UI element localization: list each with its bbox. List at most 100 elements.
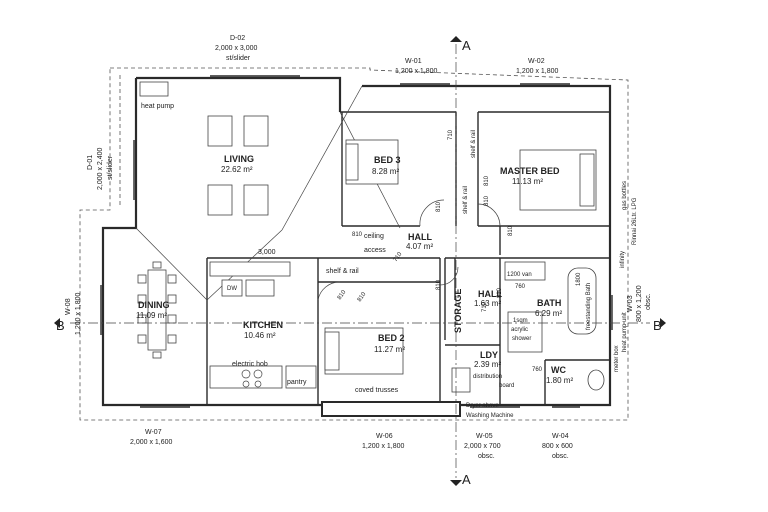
coved-trusses-label: coved trusses — [355, 387, 399, 394]
section-marker-top: A — [462, 38, 471, 53]
door-dim: 810 — [497, 287, 503, 298]
door-dim: 810 — [484, 175, 490, 186]
room-master-area: 11.13 m² — [512, 177, 543, 186]
room-bed3-area: 8.28 m² — [372, 167, 399, 176]
vanity-label: 1200 van — [507, 272, 532, 278]
meter-box-label: meter box — [614, 345, 620, 372]
room-dining-name: DINING — [138, 300, 170, 310]
window-d02-id: D-02 — [230, 35, 245, 42]
vanity-760: 760 — [515, 284, 526, 290]
window-w01-id: W-01 — [405, 58, 422, 65]
room-hall-name: HALL — [408, 232, 432, 242]
room-bed2-name: BED 2 — [378, 333, 405, 343]
window-w03-id: W-03 — [627, 295, 634, 312]
shower-label-3: shower — [512, 336, 531, 342]
gas-bottles-label: gas bottles — [622, 181, 628, 210]
distribution-board-1: distribution — [473, 374, 502, 380]
window-w02-id: W-02 — [528, 58, 545, 65]
distribution-board-2: board — [499, 383, 514, 389]
window-w05-id: W-05 — [476, 433, 493, 440]
kitchen-benches — [209, 261, 317, 389]
dishwasher-label: DW — [227, 286, 237, 292]
ldy-760: 760 — [532, 367, 543, 373]
window-w04-note: obsc. — [552, 453, 569, 460]
room-wc-name: WC — [551, 365, 566, 375]
rinnai-label: Rinnai 26Ltr. LPG — [632, 197, 638, 245]
internal-walls — [206, 111, 610, 405]
door-dim: 810 — [357, 291, 368, 303]
window-w04-id: W-04 — [552, 433, 569, 440]
room-ldy-area: 2.39 m² — [474, 360, 501, 369]
door-dim: 810 — [436, 279, 442, 290]
freestanding-bath-label: freestanding Bath — [586, 283, 592, 330]
dryer-label-1: Dryer above — [466, 403, 499, 409]
heat-pump-unit-label: heat pump unit — [622, 312, 628, 352]
room-storage-name: STORAGE — [453, 289, 463, 333]
window-w03-size: 800 x 1,200 — [636, 285, 643, 322]
room-hall-area: 4.07 m² — [406, 242, 433, 251]
dining-table — [137, 261, 177, 359]
room-master-name: MASTER BED — [500, 166, 560, 176]
ceiling-access-label-1: ceiling — [364, 233, 384, 240]
room-bath-name: BATH — [537, 298, 561, 308]
door-dim: 810 — [508, 225, 514, 236]
eaves-outline — [79, 67, 629, 421]
door-dim: 710 — [448, 129, 454, 140]
dryer-label-2: Washing Machine — [466, 413, 514, 419]
window-w04-size: 800 x 600 — [542, 443, 573, 450]
window-w01-size: 1,200 x 1,800 — [395, 68, 438, 75]
shelf-rail-vertical-1: shelf & rail — [463, 186, 469, 214]
window-w08-id: W-08 — [65, 298, 72, 315]
pantry-label: pantry — [287, 379, 307, 386]
room-living-area: 22.62 m² — [221, 165, 253, 174]
section-marker-right: B — [653, 318, 662, 333]
window-w06-id: W-06 — [376, 433, 393, 440]
electric-hob-label: electric hob — [232, 361, 268, 368]
section-marker-bottom: A — [462, 472, 471, 487]
section-marker-left: B — [56, 318, 65, 333]
door-dim: 810 — [436, 201, 442, 212]
external-walls — [101, 76, 612, 407]
living-furniture — [139, 81, 269, 216]
room-living-name: LIVING — [224, 154, 254, 164]
room-hall2-area: 1.63 m² — [474, 299, 501, 308]
room-ldy-name: LDY — [480, 350, 498, 360]
section-lines — [54, 36, 666, 486]
room-bath-area: 6.29 m² — [535, 309, 562, 318]
door-dim: 710 — [482, 301, 488, 312]
window-w07-id: W-07 — [145, 429, 162, 436]
window-d01-type: st/slider — [107, 155, 114, 180]
window-d01-id: D-01 — [87, 155, 94, 170]
shelf-rail-vertical-2: shelf & rail — [471, 130, 477, 158]
infinity-label: infinity — [620, 251, 626, 268]
window-w05-size: 2,000 x 700 — [464, 443, 501, 450]
door-swings — [317, 199, 501, 301]
door-dim: 810 — [337, 289, 348, 301]
door-dim: 810 — [484, 195, 490, 206]
window-d01-size: 2,000 x 2,400 — [97, 147, 104, 190]
window-w06-size: 1,200 x 1,800 — [362, 443, 405, 450]
dim-3000: 3,000 — [258, 249, 276, 256]
door-dim: 710 — [393, 251, 404, 263]
shelf-rail-label: shelf & rail — [326, 268, 359, 275]
room-kitchen-name: KITCHEN — [243, 320, 283, 330]
room-kitchen-area: 10.46 m² — [244, 331, 276, 340]
window-w05-note: obsc. — [478, 453, 495, 460]
window-w08-size: 1,200 x 1,800 — [75, 292, 82, 335]
window-w02-size: 1,200 x 1,800 — [516, 68, 559, 75]
ceiling-access-label-2: access — [364, 247, 386, 254]
bath-1800-label: 1800 — [576, 272, 582, 286]
room-bed2-area: 11.27 m² — [374, 345, 405, 354]
window-w07-size: 2,000 x 1,600 — [130, 439, 173, 446]
room-wc-area: 1.80 m² — [546, 376, 573, 385]
shower-label-1: 1sqm — [513, 318, 528, 324]
window-d02-type: st/slider — [226, 55, 251, 62]
room-hall2-name: HALL — [478, 289, 502, 299]
shower-label-2: acrylic — [511, 327, 528, 333]
heat-pump-label: heat pump — [141, 103, 174, 110]
window-marks — [100, 75, 613, 417]
beds — [324, 139, 597, 375]
room-bed3-name: BED 3 — [374, 155, 401, 165]
window-d02-size: 2,000 x 3,000 — [215, 45, 258, 52]
